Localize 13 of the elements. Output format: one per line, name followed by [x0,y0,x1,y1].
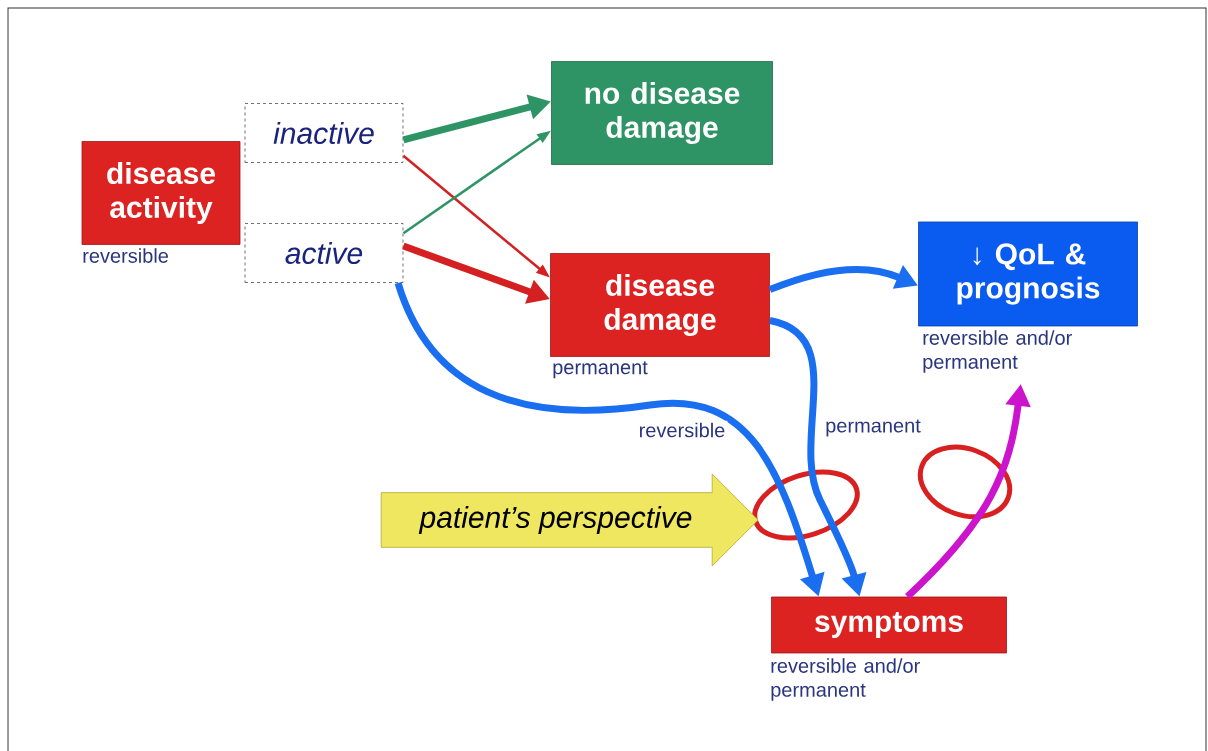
state-box: inactive [244,103,404,163]
node-caption: reversible and/or permanent [923,330,1072,373]
process-box: disease damage [550,253,770,357]
node-caption: reversible and/or permanent [771,658,920,701]
process-box: symptoms [771,596,1007,654]
edge-label: permanent [823,417,923,439]
process-box: disease activity [81,141,241,245]
outcome-box: ↓ QoL & prognosis [918,221,1138,327]
node-caption: permanent [553,361,648,379]
outcome-box: no disease damage [551,61,773,165]
state-box: active [244,223,404,283]
edge-label: reversible [636,420,728,440]
node-caption: reversible [83,248,168,263]
